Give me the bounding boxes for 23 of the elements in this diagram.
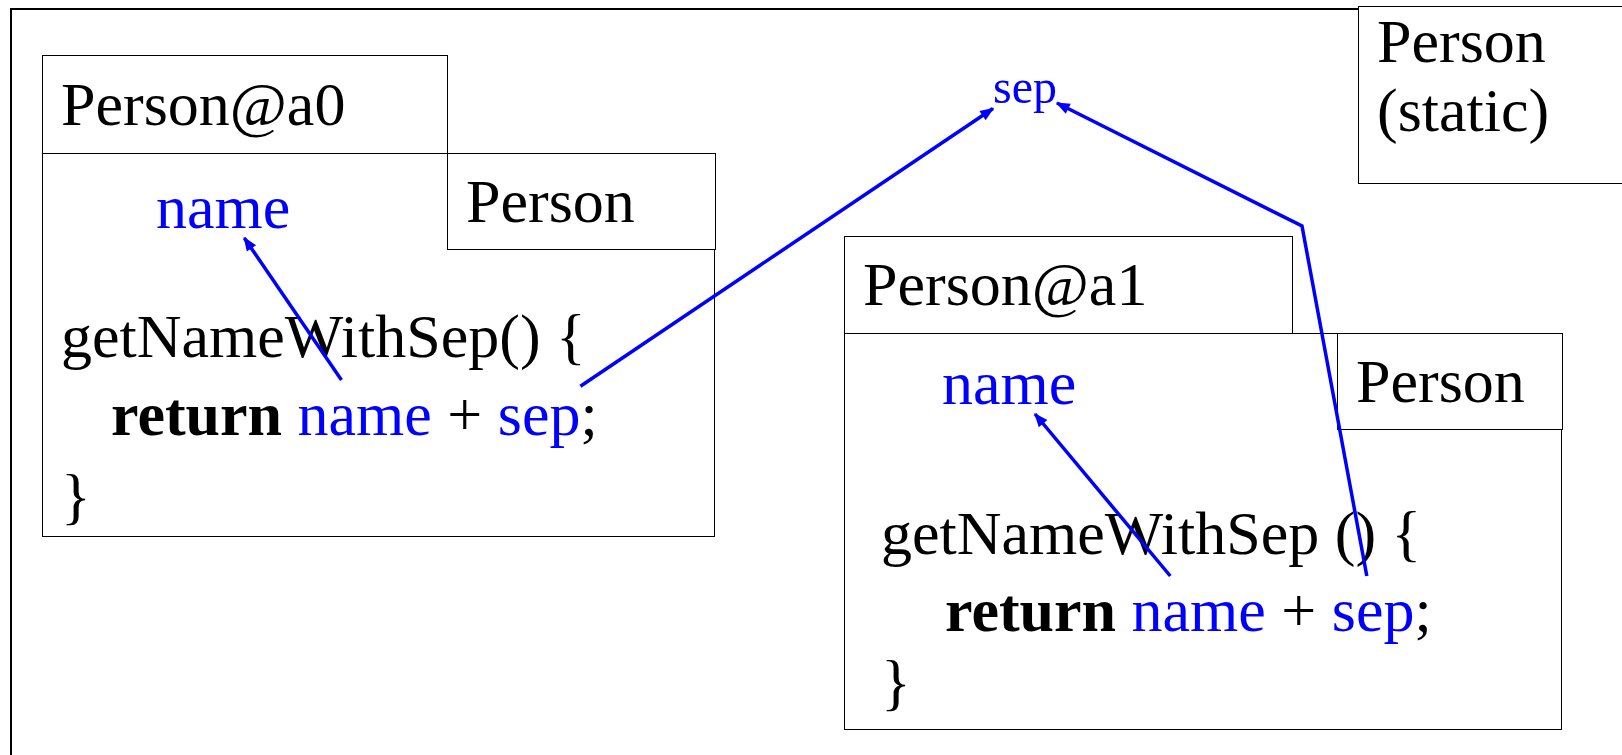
field-name: name [942,352,1077,414]
variable-reference: name [1131,576,1266,644]
keyword: return [945,576,1117,644]
class-label-box: Person (static) [1358,6,1622,184]
code-text: + [447,380,483,448]
code-text: } [881,648,911,716]
class-label-box: Person@a1 [844,236,1293,334]
code-text: ; [1414,576,1432,644]
class-label-box: Person [1337,333,1563,430]
field-name: sep [993,63,1057,111]
code-text: + [1281,576,1317,644]
object-box [42,153,715,537]
class-label-box: Person [447,153,716,250]
class-label-box: Person@a0 [42,55,448,154]
code-text: } [61,462,91,530]
code-text: ; [580,380,598,448]
field-name: name [156,176,291,238]
variable-reference: name [297,380,432,448]
variable-reference: sep [497,380,581,448]
object-box [844,333,1562,730]
variable-reference: sep [1331,576,1415,644]
keyword: return [111,380,283,448]
arrow [579,107,995,388]
